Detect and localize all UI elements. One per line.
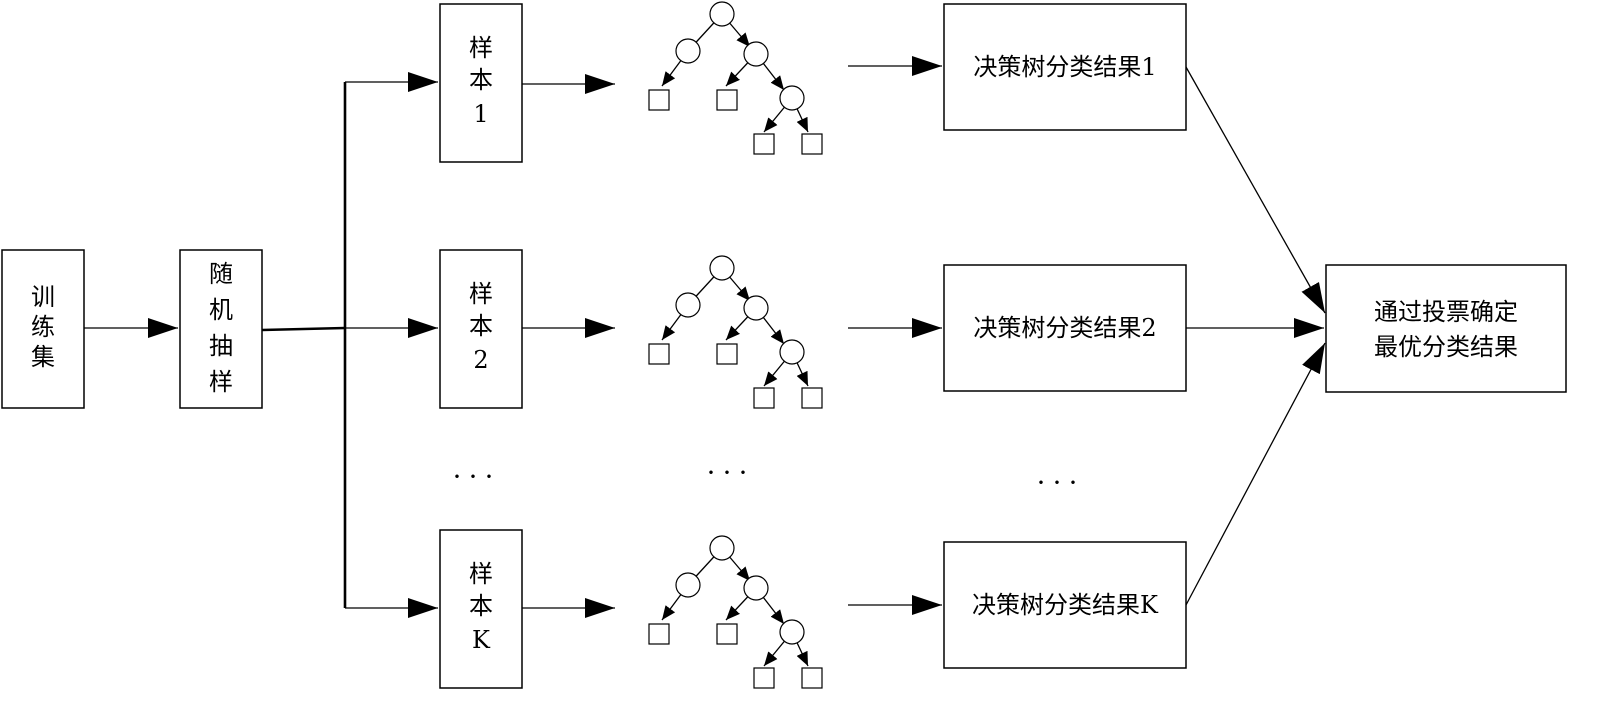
sample-2-char-2: 本 — [469, 312, 493, 340]
sample-box-k: 样 本 K — [439, 529, 523, 689]
final-vote-box: 通过投票确定 最优分类结果 — [1325, 264, 1567, 393]
training-set-box: 训 练 集 — [1, 249, 85, 409]
sample-box-1: 样 本 1 — [439, 3, 523, 163]
sample-k-char-2: 本 — [469, 592, 493, 620]
final-line-2: 最优分类结果 — [1374, 333, 1518, 361]
sample-box-2: 样 本 2 — [439, 249, 523, 409]
decision-tree-icon-k — [649, 536, 822, 688]
ellipsis-results: ··· — [1036, 466, 1084, 499]
result-box-1: 决策树分类结果1 — [943, 3, 1187, 131]
sample-k-char-1: 样 — [469, 560, 493, 588]
sampling-char-4: 样 — [209, 368, 233, 396]
result-box-k: 决策树分类结果K — [943, 541, 1187, 669]
sample-2-char-1: 样 — [469, 280, 493, 308]
result-2-label: 决策树分类结果2 — [973, 314, 1156, 342]
training-set-char-2: 练 — [31, 313, 55, 341]
sample-1-char-3: 1 — [473, 100, 488, 128]
sampling-char-2: 机 — [209, 296, 233, 324]
ellipsis-samples: ··· — [452, 460, 500, 493]
sample-2-char-3: 2 — [473, 346, 488, 374]
result-k-label: 决策树分类结果K — [972, 591, 1159, 619]
arrow-result-k-to-vote — [1185, 342, 1326, 606]
decision-tree-icon-1 — [649, 2, 822, 154]
sample-1-char-2: 本 — [469, 66, 493, 94]
final-line-1: 通过投票确定 — [1374, 298, 1518, 326]
training-set-char-1: 训 — [31, 283, 55, 311]
sample-k-char-3: K — [472, 626, 491, 654]
ellipsis-trees: ··· — [706, 456, 754, 489]
sample-1-char-1: 样 — [469, 34, 493, 62]
result-box-2: 决策树分类结果2 — [943, 264, 1187, 392]
decision-tree-icon-2 — [649, 256, 822, 408]
sampling-char-3: 抽 — [209, 332, 233, 360]
sampling-char-1: 随 — [209, 260, 233, 288]
random-sampling-box: 随 机 抽 样 — [179, 249, 263, 409]
arrow-result-1-to-vote — [1185, 66, 1326, 314]
branch-connector — [261, 72, 438, 618]
result-1-label: 决策树分类结果1 — [973, 53, 1156, 81]
training-set-char-3: 集 — [31, 343, 55, 371]
